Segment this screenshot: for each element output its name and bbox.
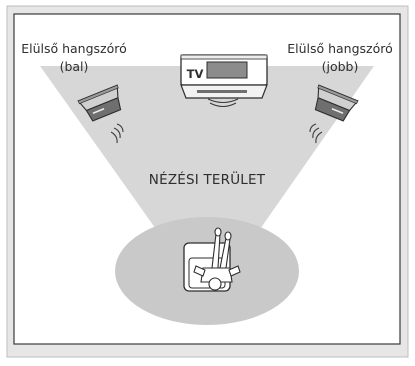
sound-wave-icon: [309, 123, 323, 144]
sound-wave-icon: [110, 123, 124, 144]
speaker-front-left-icon: [77, 84, 122, 122]
tv-icon: TV: [180, 54, 268, 99]
person-icon: [193, 227, 241, 291]
sound-wave-icon: [207, 98, 239, 108]
label-front-right-line2: (jobb): [321, 59, 359, 74]
label-front-right-speaker: Elülső hangszóró (jobb): [274, 40, 406, 76]
label-front-left-speaker: Elülső hangszóró (bal): [8, 40, 140, 76]
label-front-left-line2: (bal): [59, 59, 89, 74]
listening-cone: [40, 66, 374, 232]
label-front-left-line1: Elülső hangszóró: [21, 41, 127, 56]
label-front-right-line1: Elülső hangszóró: [287, 41, 393, 56]
speaker-front-right-icon: [314, 84, 359, 122]
tv-label: TV: [187, 67, 204, 81]
label-viewing-area: NÉZÉSI TERÜLET: [148, 172, 266, 188]
